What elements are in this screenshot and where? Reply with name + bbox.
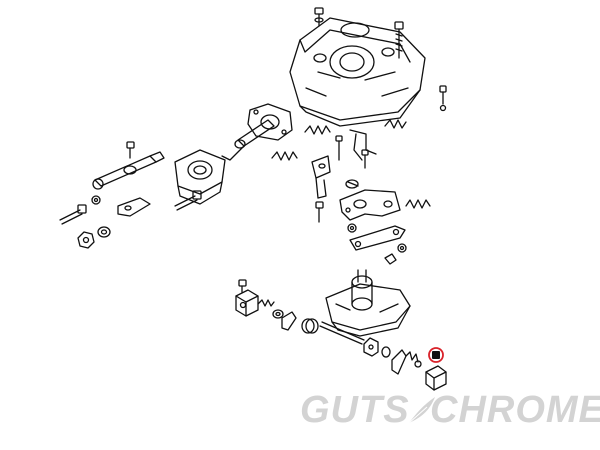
- gasket-plate: [247, 103, 293, 141]
- pump-lever-arm: [221, 119, 275, 161]
- pump-nut: [77, 231, 95, 249]
- throttle-boss: [351, 269, 373, 311]
- right-screw: [394, 21, 404, 59]
- shaft-nut: [363, 337, 379, 357]
- spring-left: [271, 151, 298, 161]
- shaft-spring-right: [405, 351, 419, 363]
- linkage-washer-b: [397, 243, 407, 253]
- pump-spring-washer: [97, 226, 111, 238]
- left-stop-spring: [257, 299, 275, 307]
- pump-bolt-center: [174, 190, 202, 211]
- shaft-washer-1: [272, 309, 284, 319]
- throttle-shaft: [319, 321, 365, 345]
- spring-top: [304, 125, 331, 135]
- left-stop-block: [235, 289, 259, 317]
- throttle-arm-bracket: [349, 129, 377, 161]
- clip: [345, 179, 359, 189]
- float-screw: [315, 201, 324, 223]
- shaft-bushing: [301, 318, 319, 334]
- highlight-circle-icon: [428, 347, 444, 363]
- carburetor-body: [289, 17, 426, 127]
- watermark-word-right: CHROME: [430, 389, 600, 431]
- small-screw-a: [335, 135, 343, 161]
- watermark-word-left: GUTS: [300, 389, 410, 431]
- float-arm: [339, 189, 401, 221]
- pump-shaft: [92, 151, 165, 190]
- guts-chrome-watermark: GUTS CHROME: [300, 385, 600, 435]
- pump-small-screw: [126, 141, 135, 159]
- spring-right: [405, 199, 431, 209]
- spring-right-top: [384, 119, 407, 129]
- pump-housing: [174, 149, 226, 205]
- pump-washer: [91, 195, 101, 205]
- shaft-arm-right: [391, 349, 407, 375]
- small-screw-b: [361, 149, 369, 169]
- float-bracket: [311, 155, 331, 199]
- highlighted-part[interactable]: [428, 347, 444, 363]
- feather-icon: [408, 397, 435, 424]
- side-screw: [439, 85, 447, 112]
- right-stop-block: [425, 365, 447, 391]
- shaft-washer-3: [414, 360, 422, 368]
- pump-lever-bracket: [117, 197, 151, 217]
- top-screw: [314, 7, 324, 27]
- shaft-washer-2: [381, 346, 391, 358]
- linkage-arm: [349, 225, 406, 251]
- left-stop-screw: [238, 279, 247, 293]
- throttle-plate-casting: [325, 283, 411, 337]
- linkage-clip: [384, 253, 397, 265]
- linkage-washer-a: [347, 223, 357, 233]
- shaft-arm-left: [281, 311, 297, 331]
- pump-bolt-left: [59, 204, 87, 225]
